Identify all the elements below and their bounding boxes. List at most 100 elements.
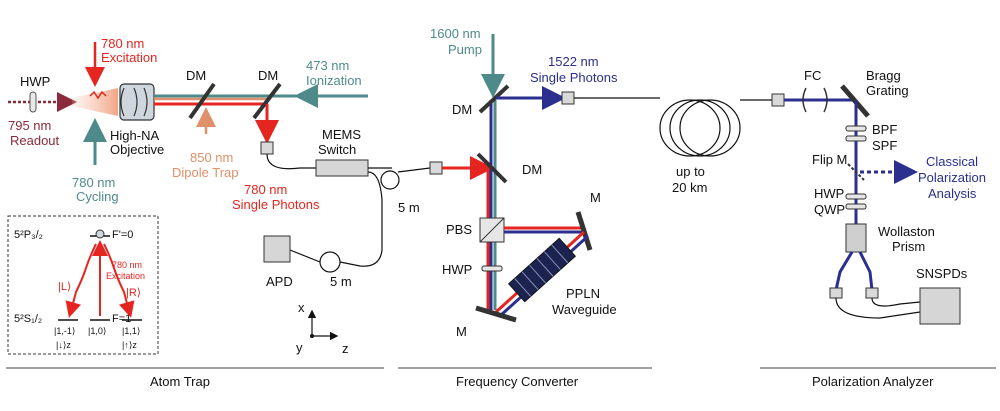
m-zero-label: |1,0⟩ — [88, 326, 106, 336]
analyzer-hwp-label: HWP — [814, 186, 844, 201]
spin-up-label: |↑⟩z — [122, 340, 137, 350]
inset-decay-left — [65, 243, 97, 318]
readout-label: Readout — [10, 133, 60, 148]
bragg-label-1: Bragg — [866, 68, 901, 83]
mirror-right — [575, 211, 593, 251]
level-p-label: 5²P₃/₂ — [14, 229, 43, 241]
m-minus-label: |1,-1⟩ — [54, 326, 75, 336]
dipole-label: Dipole Trap — [172, 165, 238, 180]
fiber-coupler-1 — [260, 141, 274, 155]
fiber-coupler-4 — [771, 93, 785, 107]
frequency-converter-section: 1600 nm Pump DM DM 1522 nm Single Photon… — [429, 26, 772, 339]
photons-1522-wavelength: 1522 nm — [548, 54, 599, 69]
bpf-label: BPF — [872, 122, 897, 137]
inset-excitation-wl: 780 nm — [112, 260, 142, 270]
cycling-label: Cycling — [76, 189, 119, 204]
dipole-wavelength: 850 nm — [190, 150, 233, 165]
wollaston-label-1: Wollaston — [878, 224, 935, 239]
polarization-analyzer-section: FC Bragg Grating BPF SPF Flip M Classica… — [771, 68, 986, 325]
dichroic-mirror-1 — [188, 82, 216, 120]
pbs-label: PBS — [446, 222, 472, 237]
analyzer-qwp — [845, 203, 867, 210]
f1-label: F=1 — [112, 313, 131, 325]
section-frequency-converter: Frequency Converter — [456, 374, 579, 389]
cycling-wavelength: 780 nm — [72, 175, 115, 190]
axis-z-label: z — [342, 341, 349, 356]
objective-label-2: Objective — [110, 142, 164, 157]
m-plus-label: |1,1⟩ — [122, 326, 140, 336]
wollaston-output-right — [858, 251, 874, 291]
section-polarization-analyzer: Polarization Analyzer — [812, 374, 934, 389]
ppln-waveguide — [507, 237, 577, 303]
excitation-label: Excitation — [101, 50, 157, 65]
fiber-to-apd — [339, 171, 383, 267]
ket-R-label: |R⟩ — [126, 287, 141, 299]
high-na-objective — [119, 83, 155, 121]
mems-label-2: Switch — [318, 142, 356, 157]
flip-mirror — [847, 163, 865, 181]
fiber-length-label-2: 20 km — [672, 180, 707, 195]
fiber-to-snspd-2 — [871, 297, 921, 307]
inset-decay-right — [103, 243, 135, 318]
fiber-spool-3 — [679, 99, 741, 157]
wollaston-output-left — [834, 251, 854, 291]
fiber-loop-a — [380, 170, 400, 190]
classical-label-2: Polarization — [918, 170, 986, 185]
ppln-label-1: PPLN — [566, 286, 600, 301]
fiber-coupler-left — [829, 287, 843, 299]
classical-label-3: Analysis — [928, 186, 977, 201]
fiber-length-a: 5 m — [398, 200, 420, 215]
fc-hwp — [481, 265, 503, 272]
fiber-coupler-2 — [429, 161, 443, 175]
fiber-out-a2 — [397, 167, 431, 173]
apd-detector — [263, 235, 291, 263]
atom-squiggle — [89, 90, 107, 100]
objective-label-1: High-NA — [110, 128, 159, 143]
fiber-coupler-right — [865, 287, 879, 299]
analyzer-qwp-label: QWP — [814, 202, 845, 217]
apd-label: APD — [266, 274, 293, 289]
mirror-right-label: M — [590, 190, 601, 205]
pump-wavelength: 1600 nm — [430, 26, 481, 41]
pbs-diagonal — [479, 217, 505, 243]
pump-label: Pump — [448, 42, 482, 57]
fiber-length-b: 5 m — [330, 274, 352, 289]
fiber-to-snspd-1 — [835, 297, 921, 319]
dm-mid — [476, 152, 508, 184]
flip-m-label: Flip M — [812, 152, 847, 167]
section-atom-trap: Atom Trap — [150, 374, 210, 389]
dm-mid-label: DM — [522, 162, 542, 177]
section-footer: Atom Trap Frequency Converter Polarizati… — [6, 367, 996, 389]
mems-switch — [315, 159, 369, 177]
bragg-label-2: Grating — [866, 83, 909, 98]
fiber-length-label-1: up to — [676, 164, 705, 179]
spf-filter — [845, 135, 867, 142]
axis-y-label: y — [296, 340, 303, 355]
classical-label-1: Classical — [926, 154, 978, 169]
fc-lens-2 — [823, 87, 828, 113]
atom-trap-section: HWP 780 nm Excitation 780 nm Cycling 795… — [7, 36, 431, 356]
fc-hwp-label: HWP — [442, 262, 472, 277]
single-photons-label: Single Photons — [232, 197, 320, 212]
level-s-label: 5²S₁/₂ — [14, 313, 42, 325]
spin-down-label: |↓⟩z — [56, 340, 71, 350]
spf-label: SPF — [872, 138, 897, 153]
fiber-to-apd-end — [289, 249, 321, 263]
photons-1522-label: Single Photons — [530, 70, 618, 85]
wollaston-label-2: Prism — [892, 239, 925, 254]
fprime0-label: F'=0 — [112, 229, 133, 241]
mirror-bottom — [475, 305, 517, 323]
dm-top-label: DM — [452, 102, 472, 117]
dichroic-mirror-2 — [252, 82, 282, 120]
snspd-box — [919, 287, 961, 325]
single-photons-wavelength: 780 nm — [244, 182, 287, 197]
fluorescence-cone — [72, 88, 118, 116]
fiber-to-mems — [266, 153, 316, 170]
axis-x-label: x — [298, 300, 305, 315]
ionization-label: Ionization — [306, 73, 362, 88]
mems-label-1: MEMS — [322, 127, 361, 142]
fc-label: FC — [804, 68, 821, 83]
fiber-loop-b — [319, 251, 341, 273]
axis-indicator — [307, 309, 339, 341]
